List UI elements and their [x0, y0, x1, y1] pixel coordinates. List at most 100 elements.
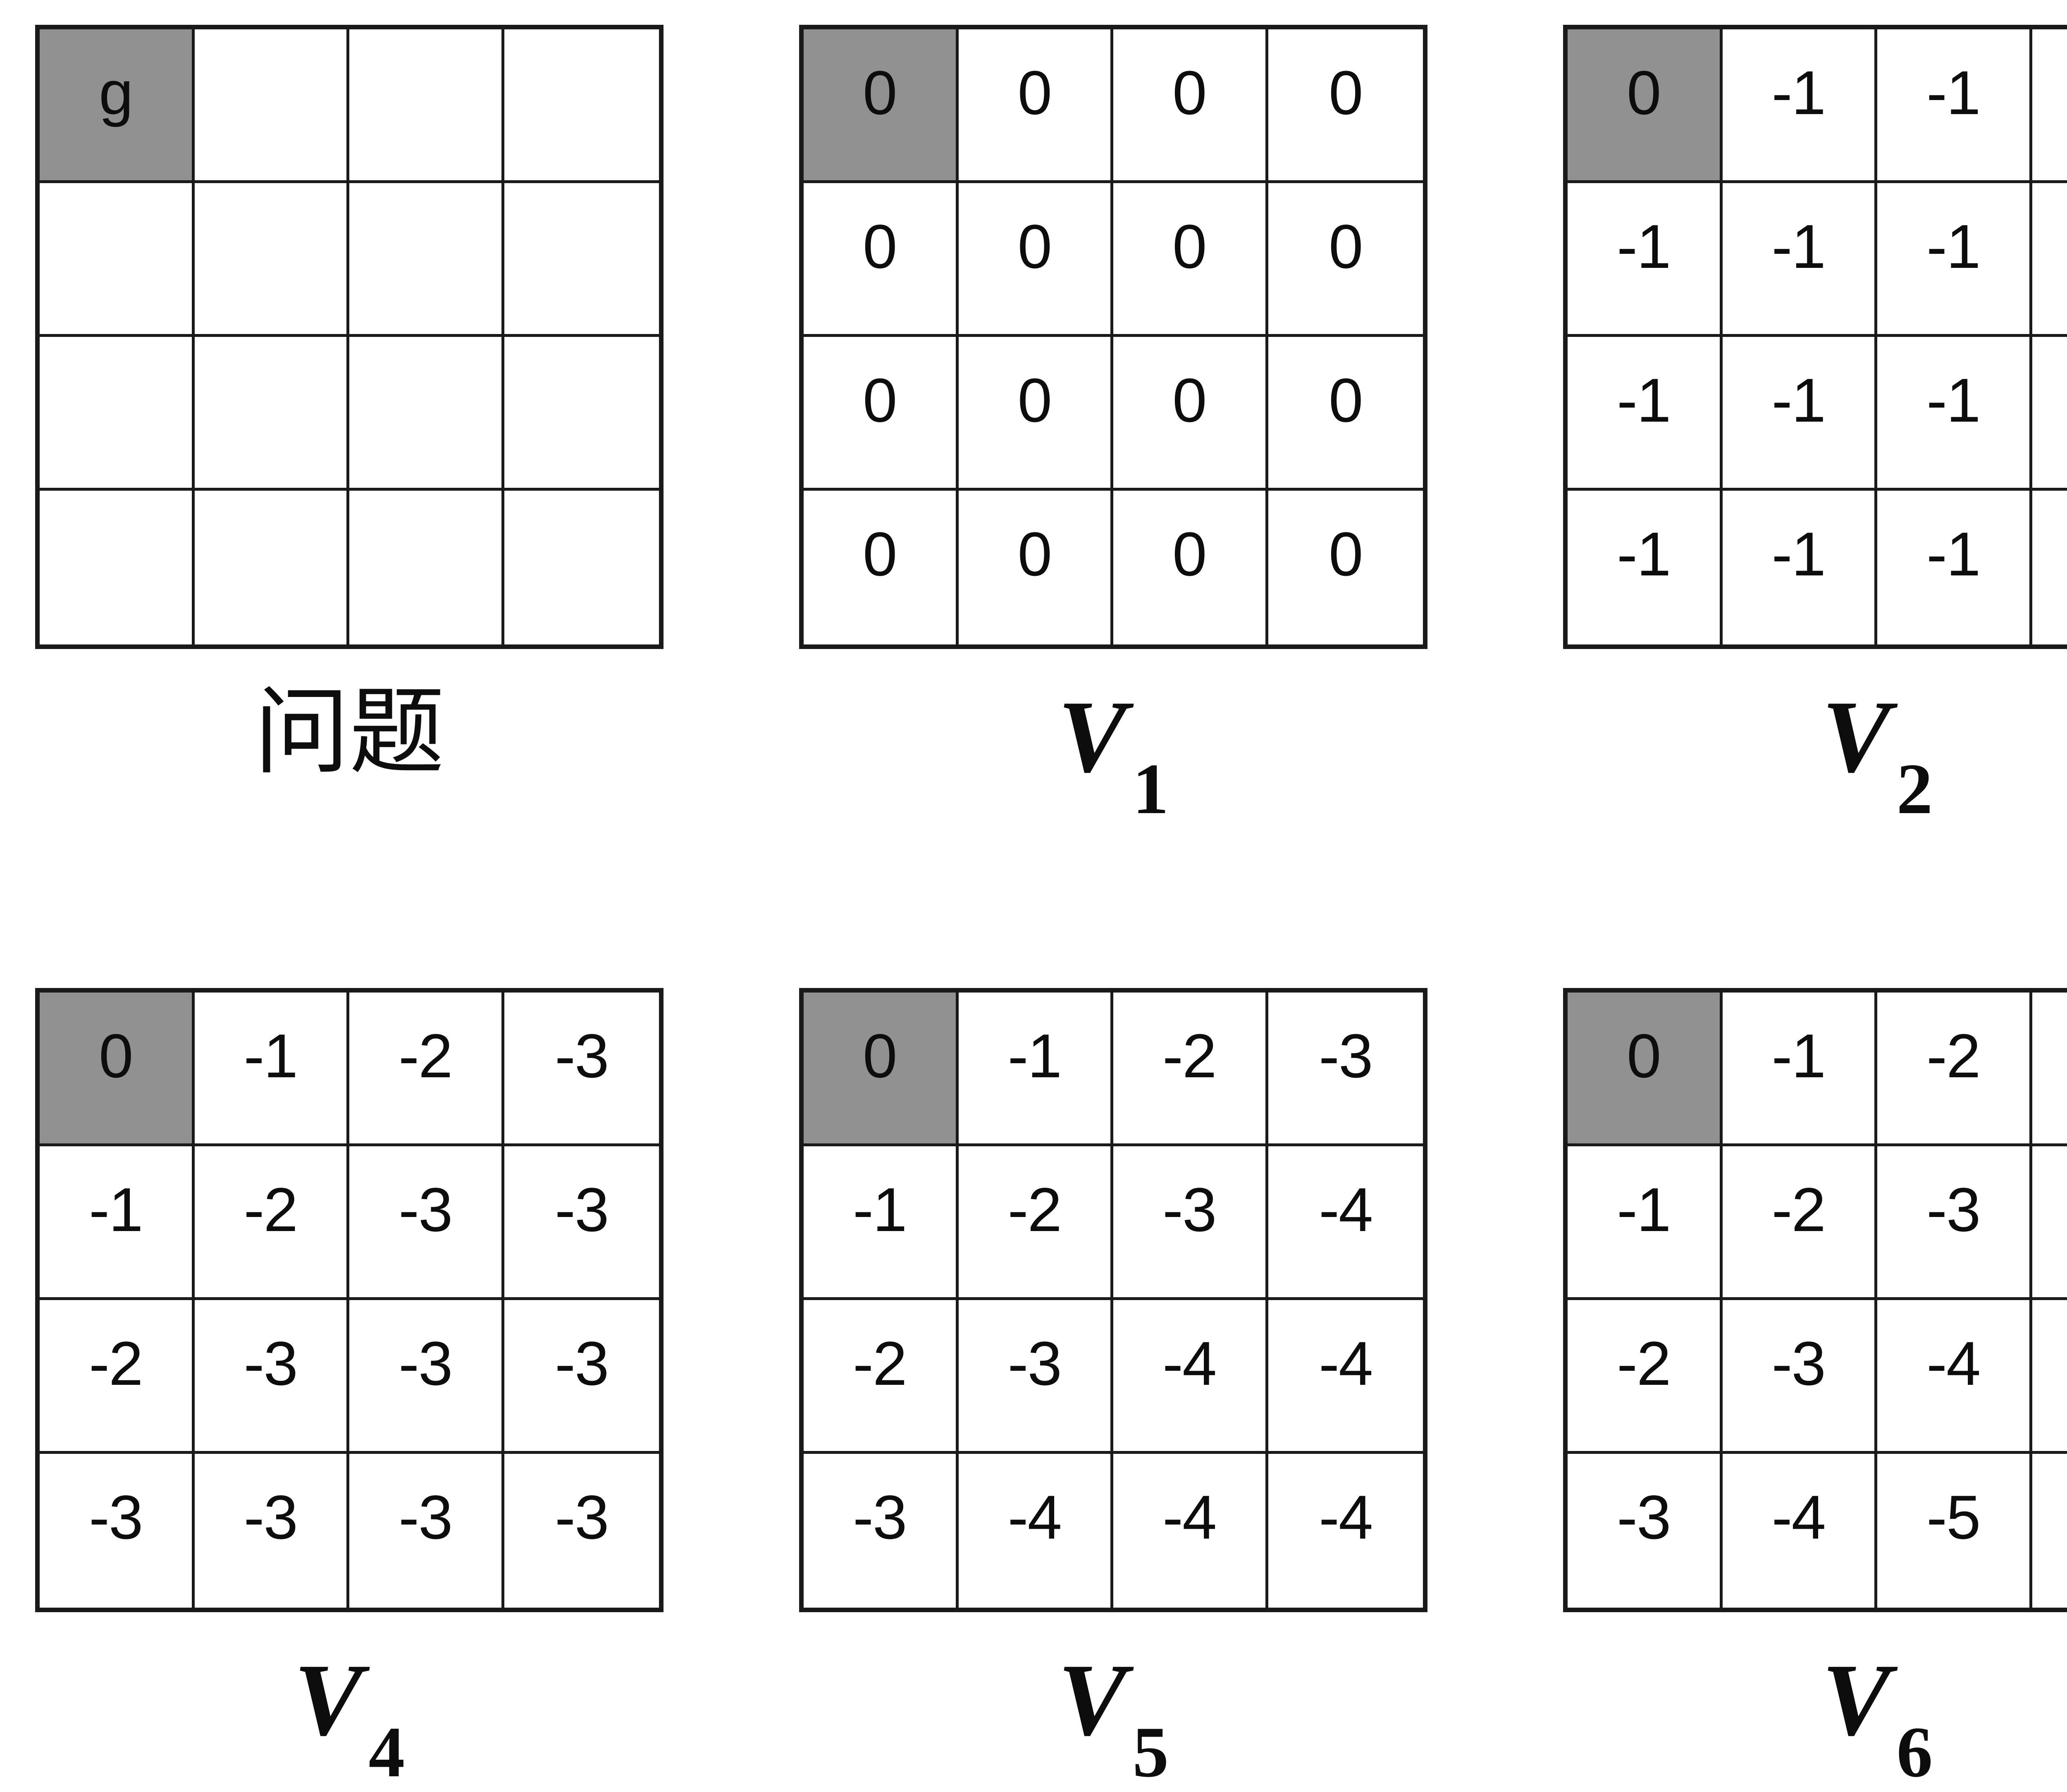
grid-cell[interactable]: 0 — [804, 29, 959, 183]
grid-cell[interactable]: -3 — [504, 1146, 659, 1300]
grid-cell[interactable] — [504, 29, 659, 183]
grid-cell[interactable]: -1 — [1723, 183, 1878, 337]
grid-cell[interactable]: -3 — [349, 1454, 504, 1608]
grid-cell[interactable] — [40, 491, 195, 644]
grid-cell[interactable]: -3 — [959, 1300, 1114, 1454]
grid-cell[interactable]: -3 — [1877, 1146, 2032, 1300]
grid-cell[interactable]: -1 — [1568, 337, 1723, 491]
grid-cell[interactable]: -1 — [1723, 993, 1878, 1146]
grid-cell[interactable] — [195, 183, 350, 337]
grid-cell[interactable]: -1 — [1877, 183, 2032, 337]
grid-cell[interactable]: -2 — [1568, 1300, 1723, 1454]
grid-cell[interactable]: -2 — [40, 1300, 195, 1454]
caption-symbol: V — [1822, 1649, 1891, 1752]
grid-cell[interactable]: -3 — [2032, 993, 2067, 1146]
grid-cell[interactable]: -3 — [195, 1454, 350, 1608]
grid-cell[interactable]: -2 — [195, 1146, 350, 1300]
grid-cell[interactable]: -1 — [1568, 1146, 1723, 1300]
grid-cell[interactable]: -1 — [1877, 491, 2032, 644]
grid-cell[interactable]: -1 — [2032, 491, 2067, 644]
grid-cell[interactable] — [40, 337, 195, 491]
grid-cell[interactable]: -3 — [195, 1300, 350, 1454]
grid-cell[interactable]: -1 — [1723, 491, 1878, 644]
grid-cell[interactable]: -3 — [504, 1454, 659, 1608]
grid-cell[interactable]: -1 — [1723, 337, 1878, 491]
grid-cell[interactable]: -4 — [959, 1454, 1114, 1608]
grid-cell[interactable] — [40, 183, 195, 337]
grid-cell[interactable]: -3 — [1568, 1454, 1723, 1608]
grid-cell[interactable]: 0 — [804, 491, 959, 644]
grid-cell[interactable]: -1 — [195, 993, 350, 1146]
grid-cell[interactable]: -3 — [1268, 993, 1423, 1146]
grid-cell[interactable]: -1 — [1568, 183, 1723, 337]
grid-cell[interactable]: -3 — [40, 1454, 195, 1608]
grid-cell[interactable]: -3 — [1113, 1146, 1268, 1300]
grid-cell[interactable]: -1 — [2032, 337, 2067, 491]
grid-cell[interactable]: -1 — [1877, 337, 2032, 491]
grid-cell[interactable]: -4 — [1268, 1300, 1423, 1454]
grid-cell[interactable]: -3 — [804, 1454, 959, 1608]
grid-cell[interactable]: 0 — [959, 29, 1114, 183]
grid-cell[interactable] — [504, 337, 659, 491]
grid-cell[interactable]: -4 — [1268, 1146, 1423, 1300]
grid-cell[interactable]: -5 — [2032, 1454, 2067, 1608]
grid-cell[interactable]: g — [40, 29, 195, 183]
grid-cell[interactable] — [349, 183, 504, 337]
grid-cell[interactable]: -1 — [804, 1146, 959, 1300]
grid-cell[interactable]: 0 — [1113, 183, 1268, 337]
grid-cell[interactable]: -4 — [1268, 1454, 1423, 1608]
grid-cell[interactable]: -5 — [1877, 1454, 2032, 1608]
grid-cell[interactable]: 0 — [804, 183, 959, 337]
grid-cell[interactable]: -2 — [349, 993, 504, 1146]
grid-cell[interactable] — [195, 29, 350, 183]
grid-cell[interactable] — [504, 491, 659, 644]
grid-cell[interactable]: -1 — [1568, 491, 1723, 644]
grid-cell[interactable] — [195, 337, 350, 491]
grid-cell[interactable]: -2 — [1113, 993, 1268, 1146]
grid-cell[interactable] — [349, 491, 504, 644]
grid-cell[interactable]: 0 — [1268, 183, 1423, 337]
grid-cell[interactable]: -4 — [1877, 1300, 2032, 1454]
grid-cell[interactable] — [195, 491, 350, 644]
grid-cell[interactable]: -1 — [2032, 29, 2067, 183]
grid-cell[interactable]: -3 — [504, 993, 659, 1146]
grid-cell[interactable]: 0 — [959, 491, 1114, 644]
grid-cell[interactable]: -1 — [2032, 183, 2067, 337]
grid-cell[interactable]: -1 — [1723, 29, 1878, 183]
grid-cell[interactable]: 0 — [1268, 491, 1423, 644]
grid-cell[interactable]: -3 — [1723, 1300, 1878, 1454]
grid-cell[interactable]: -2 — [959, 1146, 1114, 1300]
grid-cell[interactable]: 0 — [804, 337, 959, 491]
grid-cell[interactable]: 0 — [1113, 491, 1268, 644]
grid-cell[interactable]: 0 — [1113, 337, 1268, 491]
grid-cell[interactable]: -3 — [349, 1300, 504, 1454]
grid-cell[interactable]: 0 — [1268, 337, 1423, 491]
grid-cell[interactable]: 0 — [959, 183, 1114, 337]
grid-cell[interactable]: 0 — [1568, 993, 1723, 1146]
grid-cell[interactable]: -4 — [1723, 1454, 1878, 1608]
value-grid-v2: 0-1-1-1-1-1-1-1-1-1-1-1-1-1-1-1 — [1563, 25, 2067, 649]
grid-cell[interactable]: -3 — [504, 1300, 659, 1454]
grid-cell[interactable]: -1 — [959, 993, 1114, 1146]
grid-cell[interactable]: 0 — [1268, 29, 1423, 183]
grid-cell[interactable]: 0 — [40, 993, 195, 1146]
caption-label: 问题 — [254, 685, 444, 780]
grid-cell[interactable]: 0 — [1568, 29, 1723, 183]
grid-cell[interactable]: -2 — [1723, 1146, 1878, 1300]
grid-cell[interactable]: -3 — [349, 1146, 504, 1300]
grid-cell[interactable] — [349, 337, 504, 491]
grid-cell[interactable]: -5 — [2032, 1300, 2067, 1454]
grid-cell[interactable]: -4 — [1113, 1454, 1268, 1608]
grid-cell[interactable]: -2 — [804, 1300, 959, 1454]
grid-cell[interactable]: 0 — [804, 993, 959, 1146]
grid-cell[interactable]: -1 — [1877, 29, 2032, 183]
grid-cell[interactable]: -2 — [1877, 993, 2032, 1146]
grid-cell[interactable]: -4 — [1113, 1300, 1268, 1454]
grid-cell[interactable]: -1 — [40, 1146, 195, 1300]
grid-cell[interactable] — [504, 183, 659, 337]
grid-cell[interactable]: 0 — [1113, 29, 1268, 183]
grid-cell[interactable] — [349, 29, 504, 183]
grid-cell[interactable]: 0 — [959, 337, 1114, 491]
grid-cell[interactable]: -4 — [2032, 1146, 2067, 1300]
